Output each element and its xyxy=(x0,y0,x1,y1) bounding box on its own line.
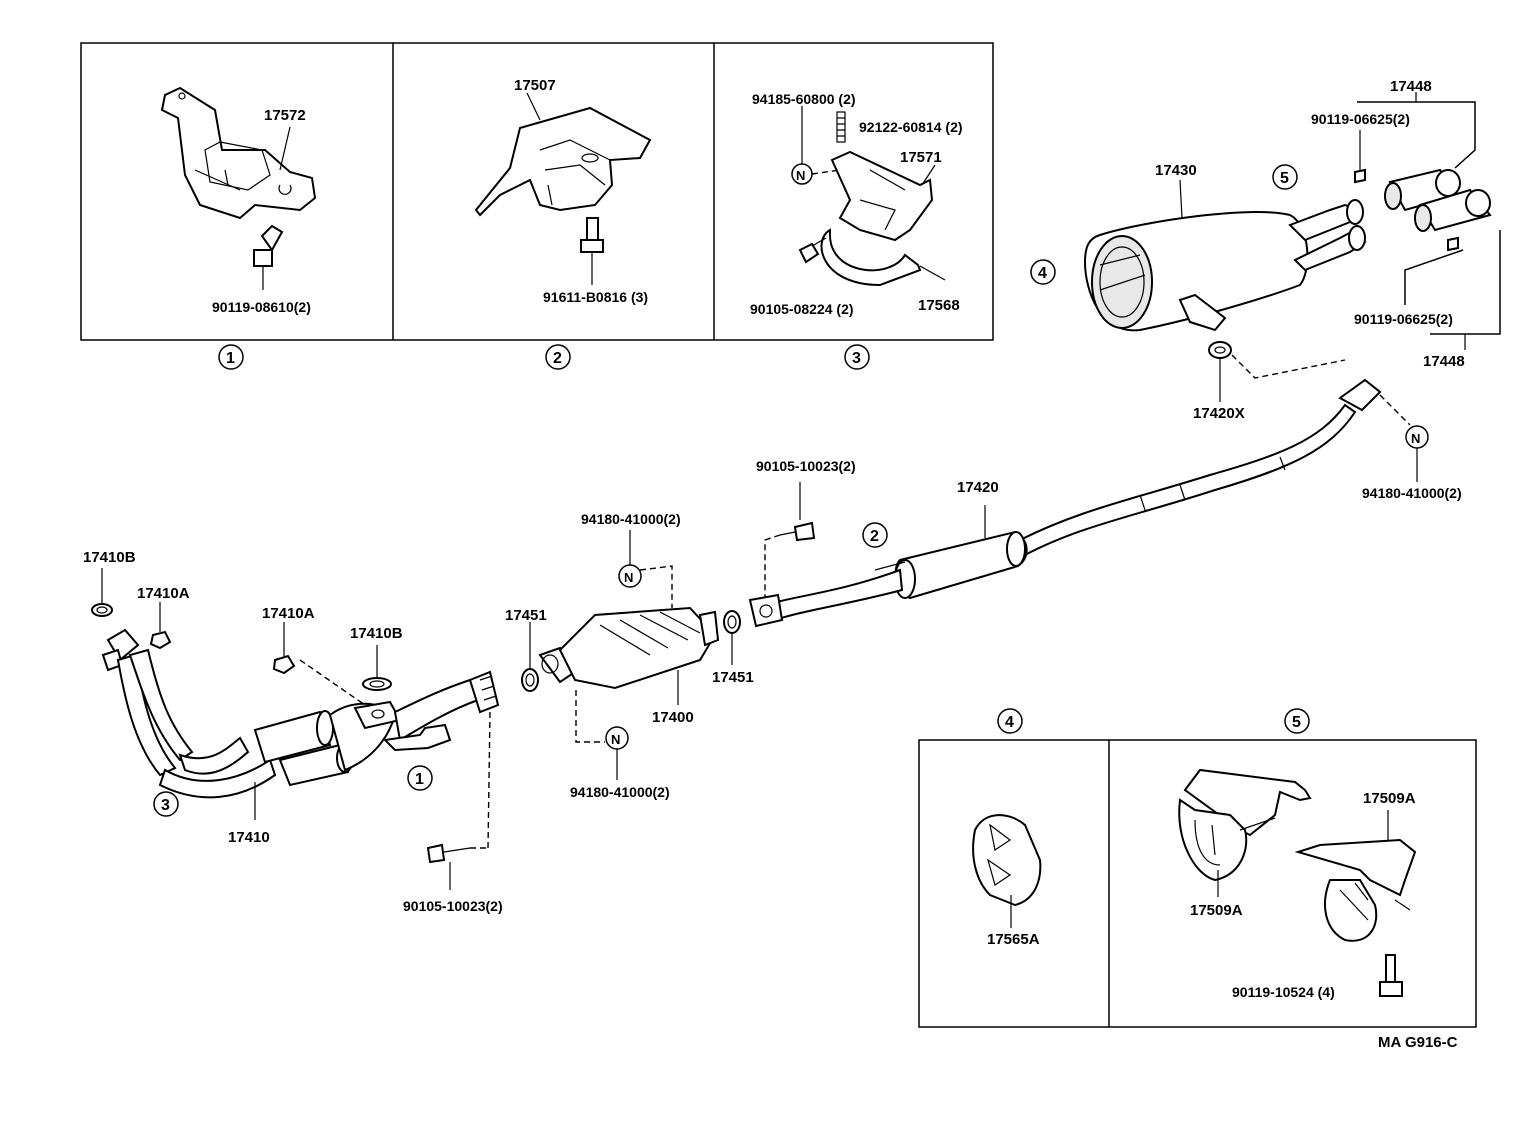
svg-text:4: 4 xyxy=(1038,265,1047,282)
nut-top-cat: N xyxy=(618,530,642,588)
bracket-17571: N xyxy=(791,106,946,287)
front-pipe-17410 xyxy=(101,628,500,849)
callout-4: 4 xyxy=(997,708,1023,734)
bracket-17572 xyxy=(160,86,317,290)
label-92122-60814: 92122-60814 (2) xyxy=(859,119,963,135)
svg-text:N: N xyxy=(1411,431,1420,446)
muffler-17430 xyxy=(1083,179,1367,332)
label-17571: 17571 xyxy=(900,149,942,166)
label-94180-41000-right: 94180-41000(2) xyxy=(1362,485,1462,501)
callout-3-pipe: 3 xyxy=(153,791,179,817)
label-17565a: 17565A xyxy=(987,931,1040,948)
svg-text:3: 3 xyxy=(161,797,170,814)
svg-text:1: 1 xyxy=(226,350,235,367)
label-17451-right: 17451 xyxy=(712,669,754,686)
label-17448-bottom: 17448 xyxy=(1423,353,1465,370)
callout-2: 2 xyxy=(545,344,571,370)
label-17568: 17568 xyxy=(918,297,960,314)
label-90119-08610: 90119-08610(2) xyxy=(212,299,311,315)
top-detail-boxes xyxy=(80,42,994,341)
svg-text:N: N xyxy=(611,732,620,747)
callout-5: 5 xyxy=(1284,708,1310,734)
nut-right: N xyxy=(1379,394,1429,482)
bolt-90105-10023-low xyxy=(426,843,488,890)
label-17509a-left: 17509A xyxy=(1190,902,1243,919)
nut-icon-letter: N xyxy=(796,168,805,183)
hanger-17565a xyxy=(972,814,1042,928)
label-90119-10524: 90119-10524 (4) xyxy=(1232,984,1335,1000)
callout-2-pipe: 2 xyxy=(862,522,888,548)
callout-4-muffler: 4 xyxy=(1030,259,1056,285)
label-17430: 17430 xyxy=(1155,162,1197,179)
callout-5-muffler: 5 xyxy=(1272,164,1298,190)
gasket-17451-left xyxy=(521,622,539,692)
bottom-frame xyxy=(918,739,1477,1028)
gasket-17420x xyxy=(1208,341,1346,402)
svg-text:2: 2 xyxy=(870,528,879,545)
svg-text:1: 1 xyxy=(415,771,424,788)
tailpipes-17448 xyxy=(1354,92,1501,350)
label-94180-41000-bottom: 94180-41000(2) xyxy=(570,784,670,800)
label-94185-60800: 94185-60800 (2) xyxy=(752,91,856,107)
label-90119-06625-bottom: 90119-06625(2) xyxy=(1354,311,1453,327)
label-90105-10023-low: 90105-10023(2) xyxy=(403,898,503,914)
label-17448-top: 17448 xyxy=(1390,78,1432,95)
bottom-detail-boxes xyxy=(918,739,1477,1028)
hanger-17509a-left xyxy=(1178,768,1312,897)
callout-1: 1 xyxy=(218,344,244,370)
gasket-17410b-left xyxy=(91,568,113,617)
label-17410a-left: 17410A xyxy=(137,585,190,602)
label-17400: 17400 xyxy=(652,709,694,726)
label-17572: 17572 xyxy=(264,107,306,124)
label-17420x: 17420X xyxy=(1193,405,1245,422)
gasket-17451-right xyxy=(723,610,741,665)
label-91611-b0816: 91611-B0816 (3) xyxy=(543,289,648,305)
label-94180-41000-top: 94180-41000(2) xyxy=(581,511,681,527)
svg-text:5: 5 xyxy=(1280,170,1289,187)
callout-3: 3 xyxy=(844,344,870,370)
svg-text:N: N xyxy=(624,570,633,585)
svg-text:5: 5 xyxy=(1292,714,1301,731)
svg-text:3: 3 xyxy=(852,350,861,367)
center-pipe-17420 xyxy=(748,378,1382,628)
nut-17410a-left xyxy=(149,602,172,650)
label-17410b-left: 17410B xyxy=(83,549,136,566)
mount-17507 xyxy=(474,92,652,285)
label-17507: 17507 xyxy=(514,77,556,94)
top-frame xyxy=(80,42,994,341)
hanger-17509a-right xyxy=(1294,810,1417,997)
svg-text:4: 4 xyxy=(1005,714,1014,731)
label-90105-10023-mid: 90105-10023(2) xyxy=(756,458,856,474)
bolt-90105-10023-mid xyxy=(764,482,816,598)
catalytic-converter-17400 xyxy=(538,565,720,743)
label-90119-06625-top: 90119-06625(2) xyxy=(1311,111,1410,127)
label-17410a-mid: 17410A xyxy=(262,605,315,622)
label-90105-08224: 90105-08224 (2) xyxy=(750,301,854,317)
nut-bottom-cat: N xyxy=(605,726,629,780)
label-17420: 17420 xyxy=(957,479,999,496)
label-17410b-mid: 17410B xyxy=(350,625,403,642)
nut-17410a-mid xyxy=(272,622,296,675)
gasket-17410b-mid xyxy=(362,645,392,691)
svg-text:2: 2 xyxy=(553,350,562,367)
diagram-code: MA G916-C xyxy=(1378,1034,1458,1051)
label-17509a-right: 17509A xyxy=(1363,790,1416,807)
label-17410: 17410 xyxy=(228,829,270,846)
callout-1-pipe: 1 xyxy=(407,765,433,791)
label-17451-left: 17451 xyxy=(505,607,547,624)
